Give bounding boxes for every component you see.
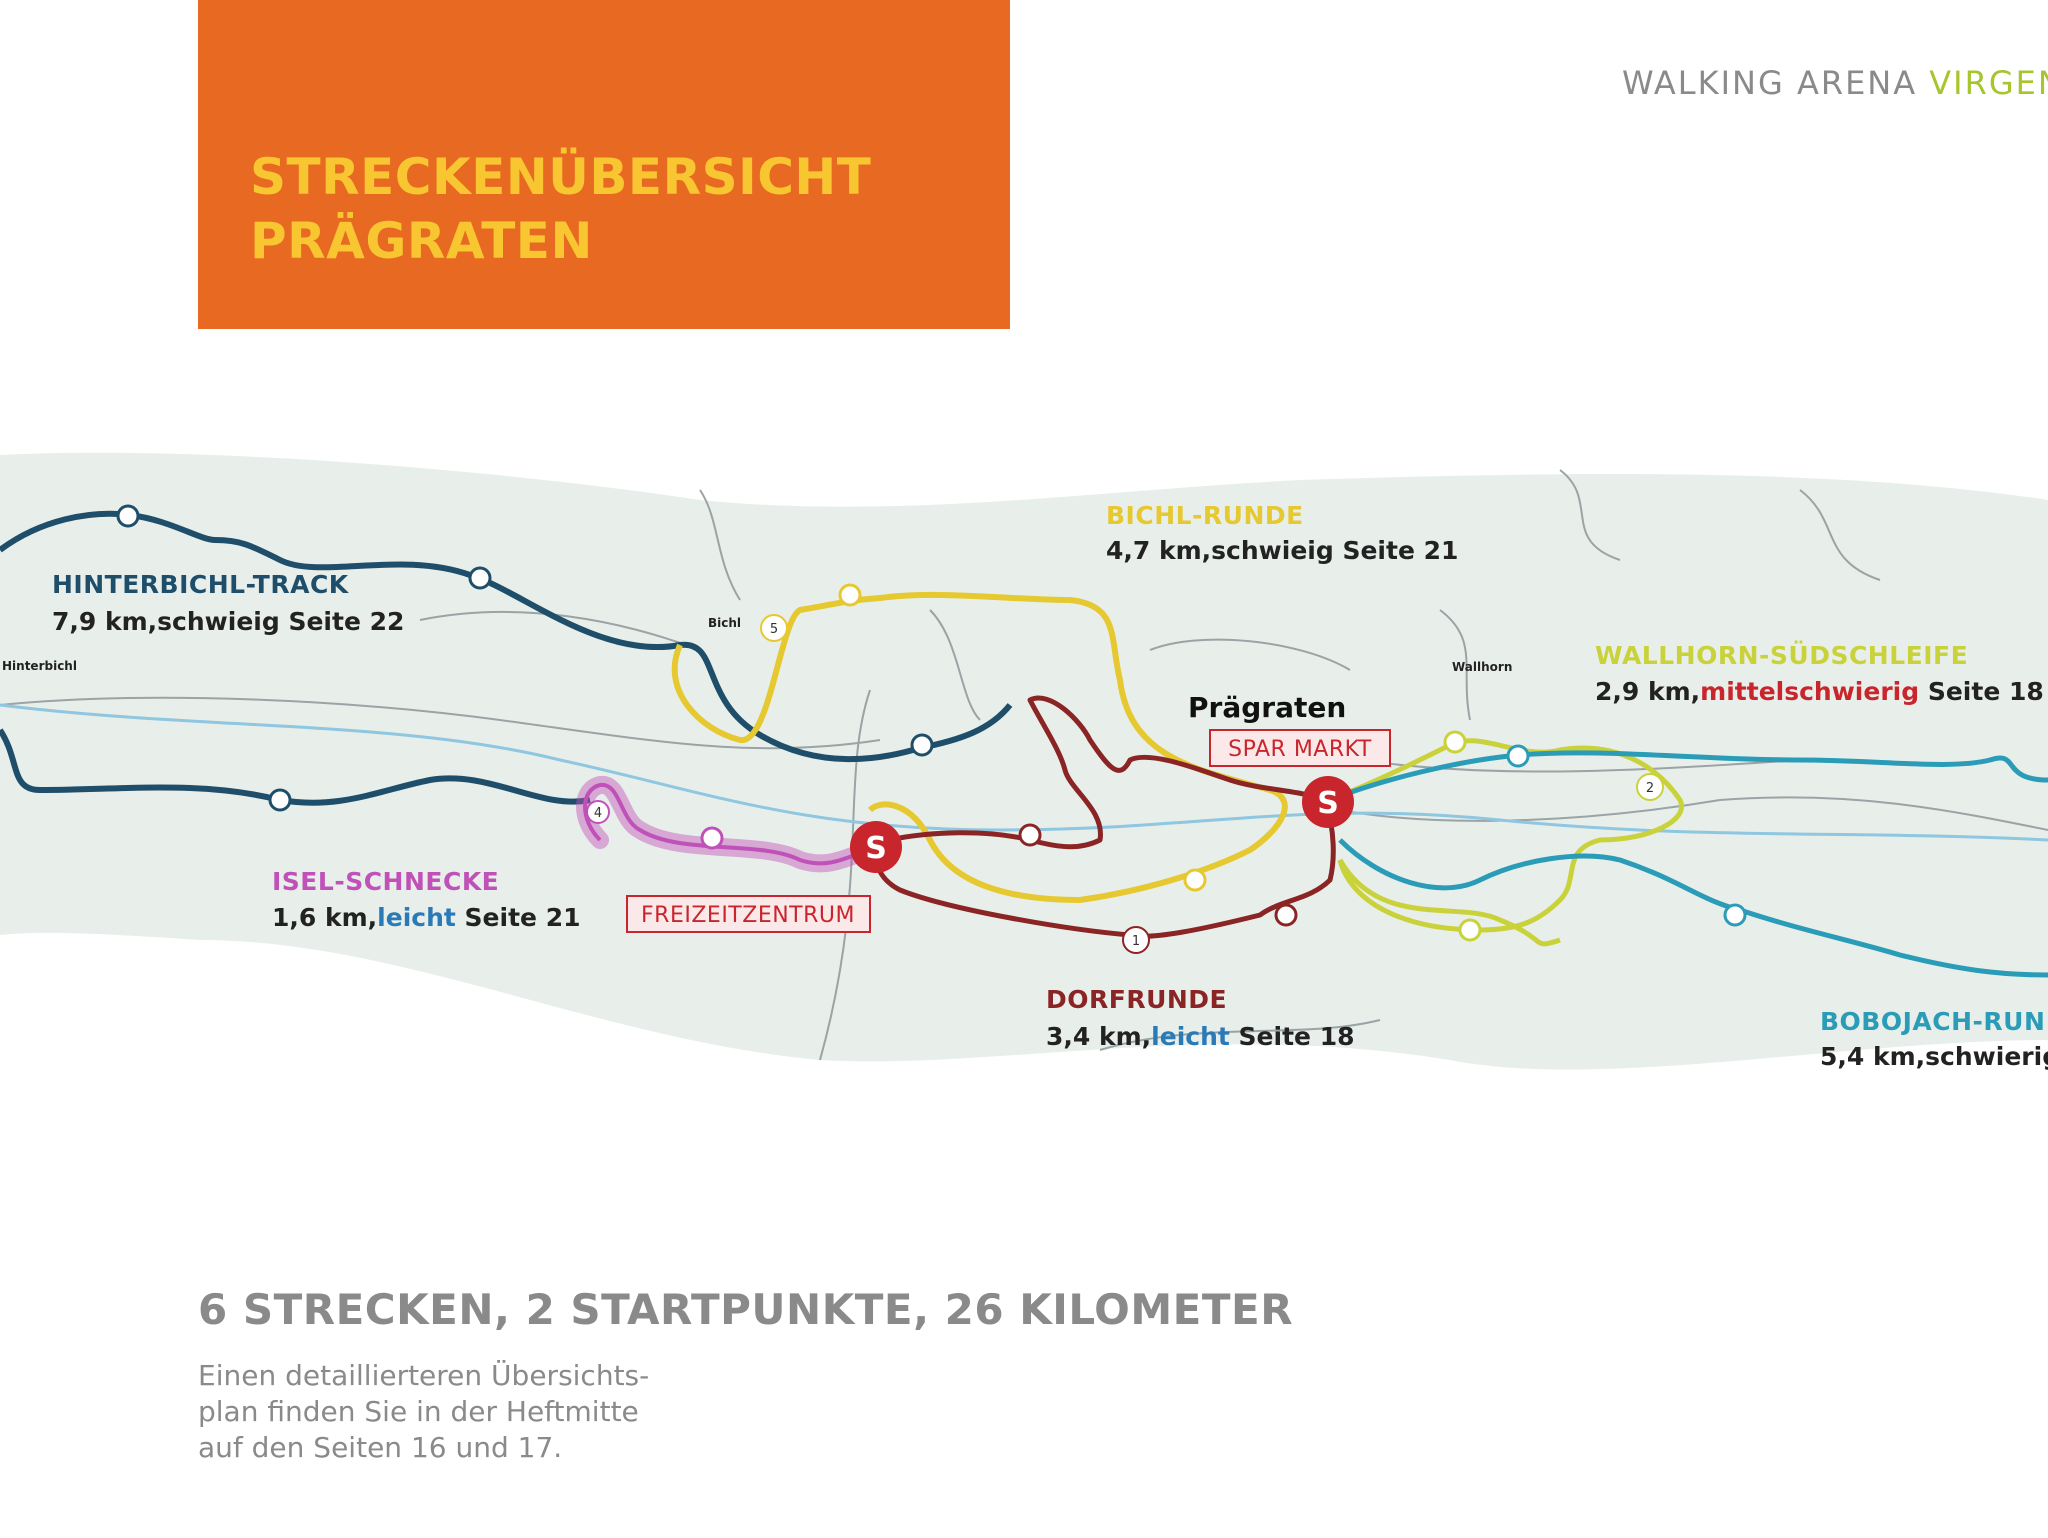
route-bobojach-line	[1329, 750, 2048, 978]
label-dorfrunde: DORFRUNDE 3,4 km,leicht Seite 18	[1046, 985, 1354, 1051]
place-hinterbichl: Hinterbichl	[2, 659, 77, 673]
route-name: HINTERBICHL-TRACK	[52, 570, 350, 599]
summary-headline: 6 STRECKEN, 2 STARTPUNKTE, 26 KILOMETER	[198, 1285, 1294, 1334]
waypoint-5: 5	[760, 614, 788, 642]
start-letter: S	[1317, 786, 1339, 821]
svg-text:1: 1	[1132, 934, 1140, 949]
place-pragraten: Prägraten	[1188, 691, 1346, 724]
label-isel: ISEL-SCHNECKE 1,6 km,leicht Seite 21	[272, 867, 580, 932]
svg-text:2: 2	[1646, 781, 1654, 796]
route-detail: 3,4 km,leicht Seite 18	[1046, 1022, 1354, 1051]
route-isel-core	[583, 782, 871, 866]
title-banner	[198, 0, 1010, 329]
river	[0, 703, 2048, 842]
route-hinterbichl-line	[0, 510, 1013, 763]
note-line: auf den Seiten 16 und 17.	[198, 1431, 563, 1464]
start-label-box	[626, 895, 871, 933]
start-marker	[1302, 776, 1354, 828]
brand-highlight: VIRGENT	[1929, 64, 2048, 102]
place-wallhorn: Wallhorn	[1452, 660, 1512, 674]
route-detail: 5,4 km,schwierig	[1820, 1042, 2048, 1071]
route-detail: 2,9 km,mittelschwierig Seite 18	[1595, 677, 2044, 706]
waypoint-4: 4	[586, 800, 610, 824]
route-detail: 7,9 km,schwieig Seite 22	[52, 607, 404, 636]
route-bichl-line	[671, 591, 1288, 903]
start-label-spar-markt: SPAR MARKT	[1228, 737, 1372, 762]
label-bichl: BICHL-RUNDE 4,7 km,schwieig Seite 21	[1106, 501, 1458, 565]
start-marker	[850, 821, 902, 873]
label-bobojach: BOBOJACH-RUN 5,4 km,schwierig	[1820, 1007, 2048, 1071]
route-detail: 1,6 km,leicht Seite 21	[272, 903, 580, 932]
route-name: ISEL-SCHNECKE	[272, 867, 499, 896]
waypoint-1: 1	[1122, 926, 1150, 954]
valley-area	[0, 452, 2048, 1070]
place-bichl: Bichl	[708, 616, 741, 630]
waypoint-2: 2	[1636, 773, 1664, 801]
page-title-line2: PRÄGRATEN	[250, 212, 593, 270]
route-name: WALLHORN-SÜDSCHLEIFE	[1595, 640, 1968, 670]
start-letter: S	[865, 831, 887, 866]
route-wallhorn-lower	[1337, 858, 1561, 947]
svg-text:5: 5	[770, 622, 778, 637]
note-line: plan finden Sie in der Heftmitte	[198, 1395, 639, 1428]
route-name: BICHL-RUNDE	[1106, 501, 1304, 530]
brand-label: WALKING ARENA VIRGENT	[1622, 64, 2048, 102]
start-freizeitzentrum: S FREIZEITZENTRUM	[626, 821, 902, 933]
track-markers	[116, 504, 1747, 942]
summary-note: Einen detaillierteren Übersichts- plan f…	[198, 1358, 649, 1466]
brand-prefix: WALKING ARENA	[1622, 64, 1930, 102]
start-label-freizeitzentrum: FREIZEITZENTRUM	[641, 903, 855, 928]
svg-text:4: 4	[594, 806, 602, 821]
route-name: DORFRUNDE	[1046, 985, 1227, 1014]
route-dorfrunde-line	[873, 695, 1336, 939]
route-name: BOBOJACH-RUN	[1820, 1007, 2045, 1036]
note-line: Einen detaillierteren Übersichts-	[198, 1359, 650, 1392]
route-detail: 4,7 km,schwieig Seite 21	[1106, 536, 1458, 565]
start-spar-markt: S SPAR MARKT	[1209, 729, 1391, 828]
page-title-line1: STRECKENÜBERSICHT	[250, 148, 872, 206]
start-label-box	[1209, 729, 1391, 767]
label-hinterbichl: HINTERBICHL-TRACK 7,9 km,schwieig Seite …	[52, 570, 404, 636]
label-wallhorn: WALLHORN-SÜDSCHLEIFE 2,9 km,mittelschwie…	[1595, 640, 2044, 706]
